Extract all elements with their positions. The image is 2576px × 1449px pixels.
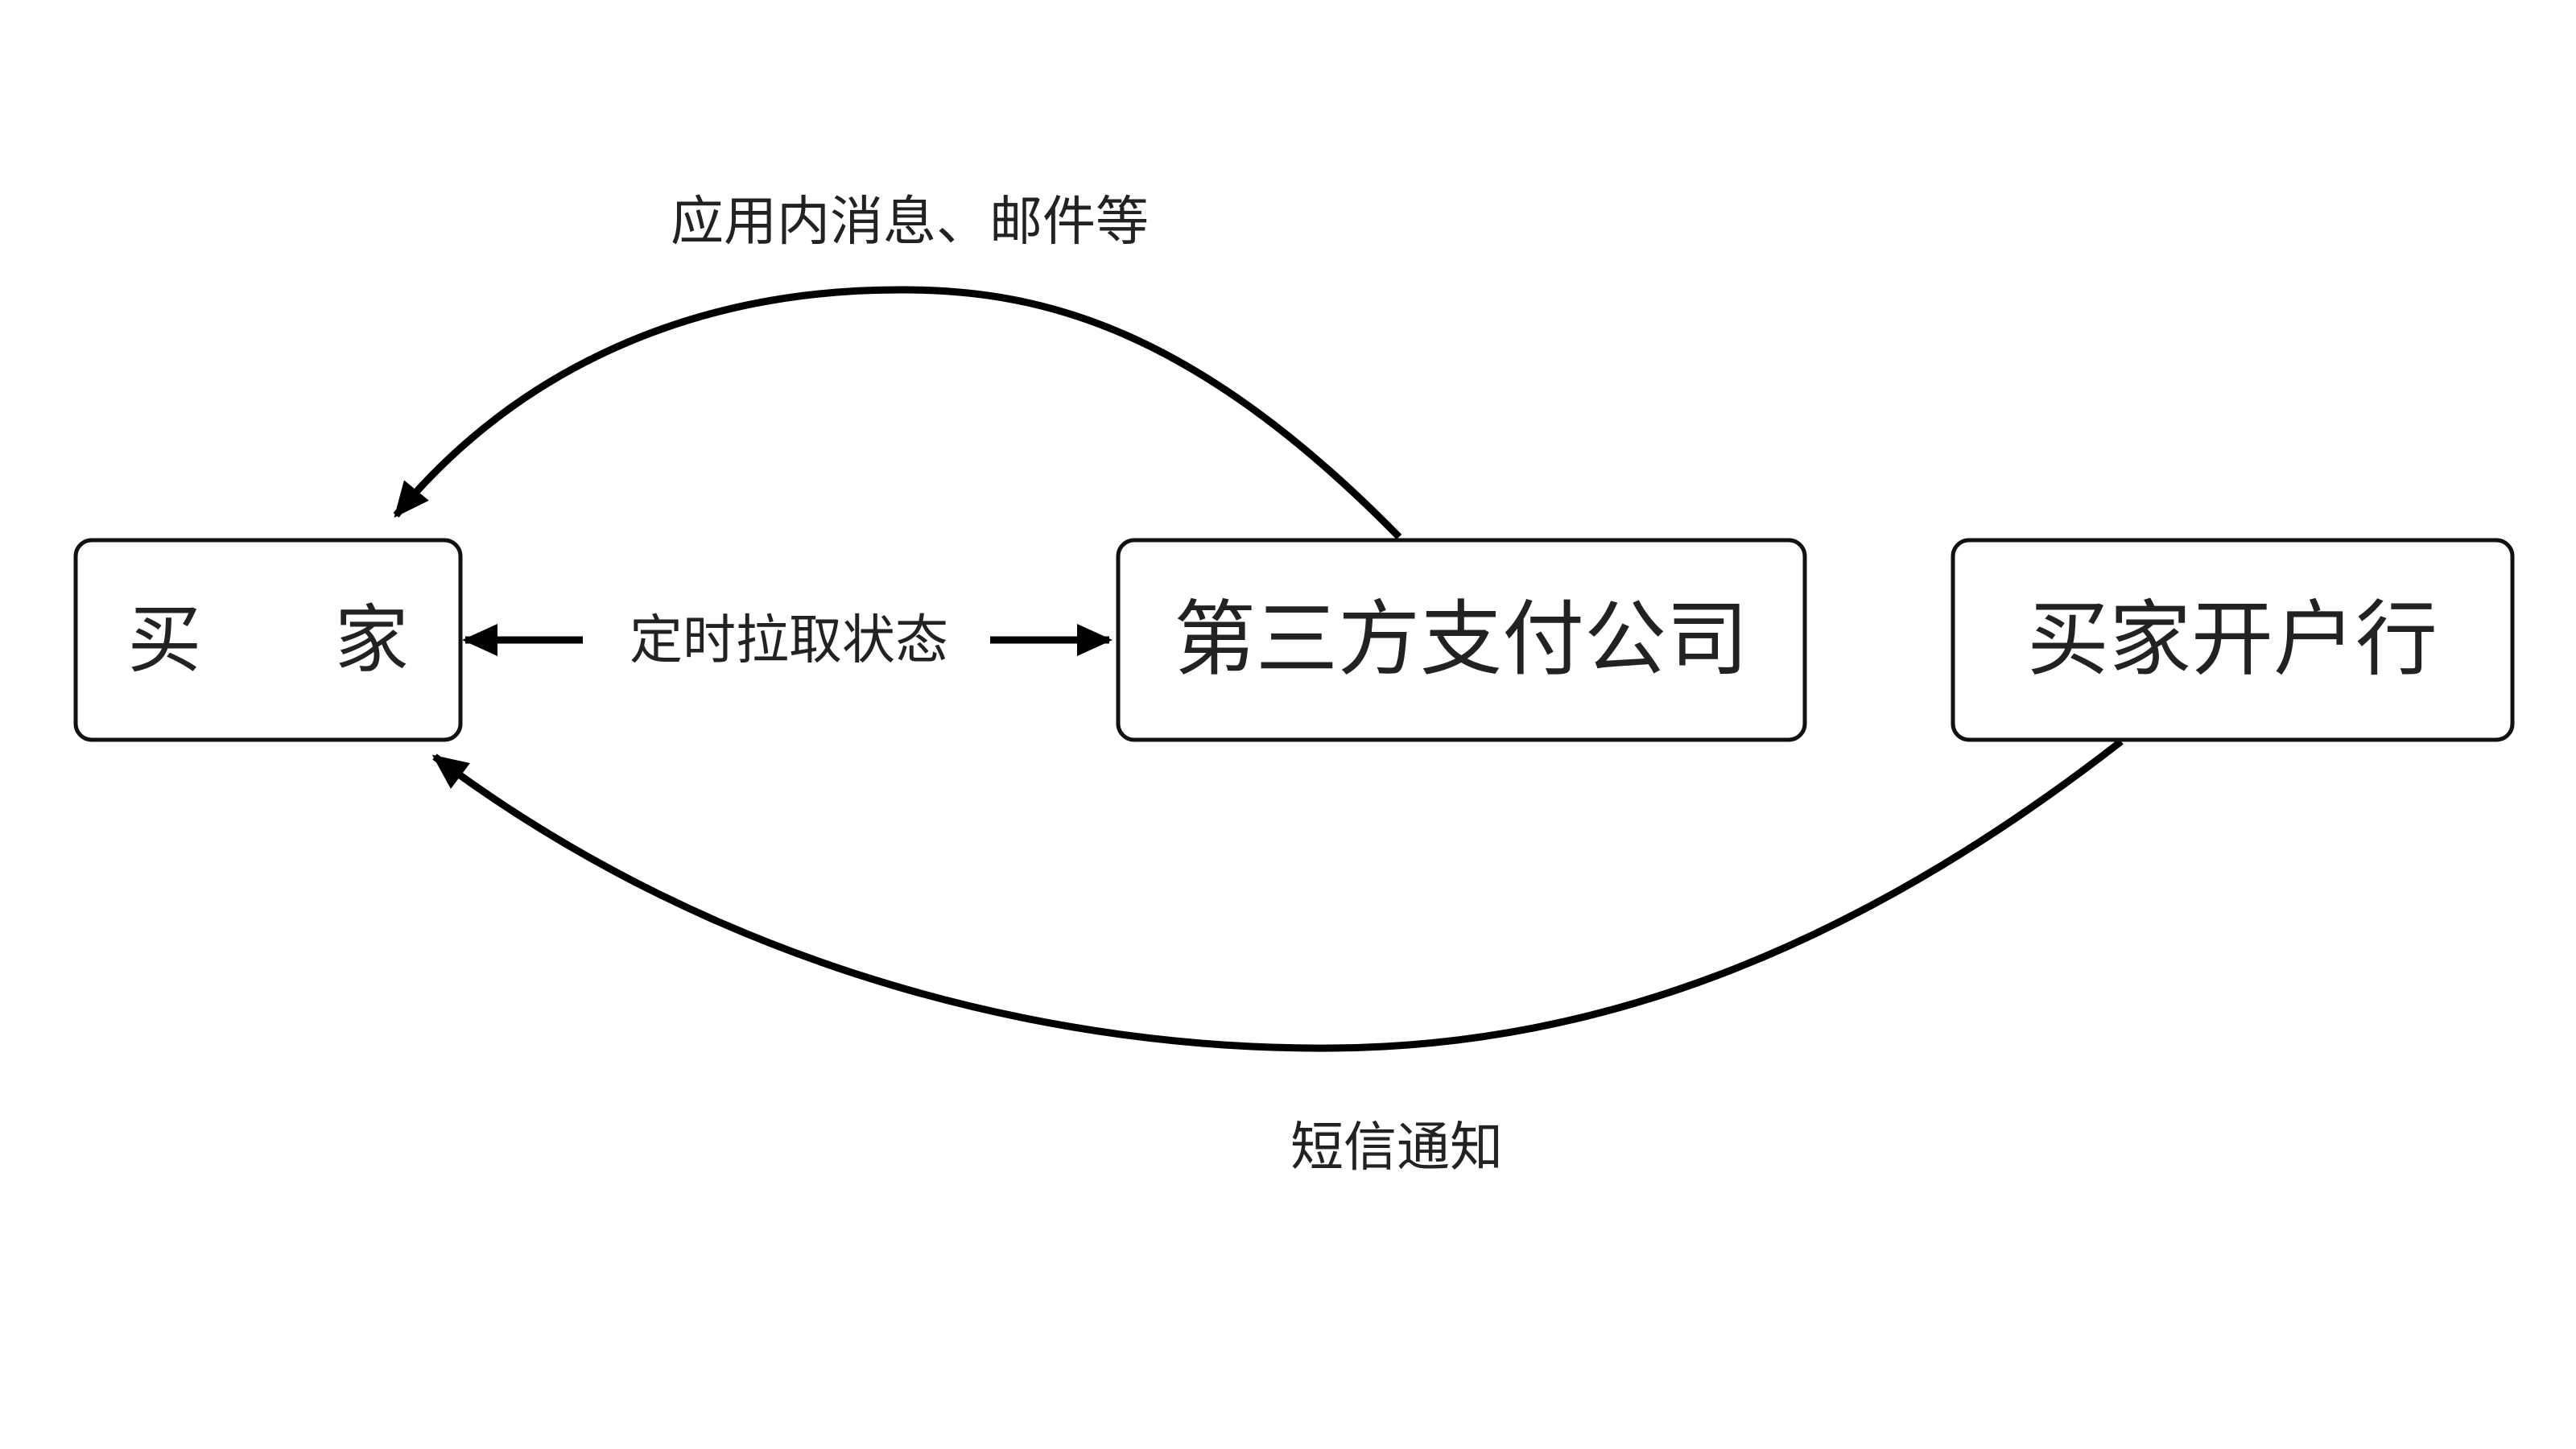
node-buyer-bank-box [1951,538,2515,742]
node-buyer-bank-label: 买家开户行 [2027,592,2438,688]
node-buyer: 买 家 [73,538,463,742]
arrow-buyer-bank-to-buyer [431,738,2124,1052]
node-buyer-box [73,538,463,742]
edge-label-poll-status: 定时拉取状态 [630,609,948,671]
node-third-party-box [1116,538,1807,742]
node-third-party-label: 第三方支付公司 [1174,592,1748,688]
edge-label-sms-notify: 短信通知 [1290,1117,1503,1179]
edge-label-app-message: 应用内消息、邮件等 [671,191,1149,253]
node-buyer-label: 买 家 [127,597,463,683]
arrow-third-party-to-buyer [393,286,1402,540]
node-third-party: 第三方支付公司 [1116,538,1807,742]
node-buyer-bank: 买家开户行 [1951,538,2515,742]
